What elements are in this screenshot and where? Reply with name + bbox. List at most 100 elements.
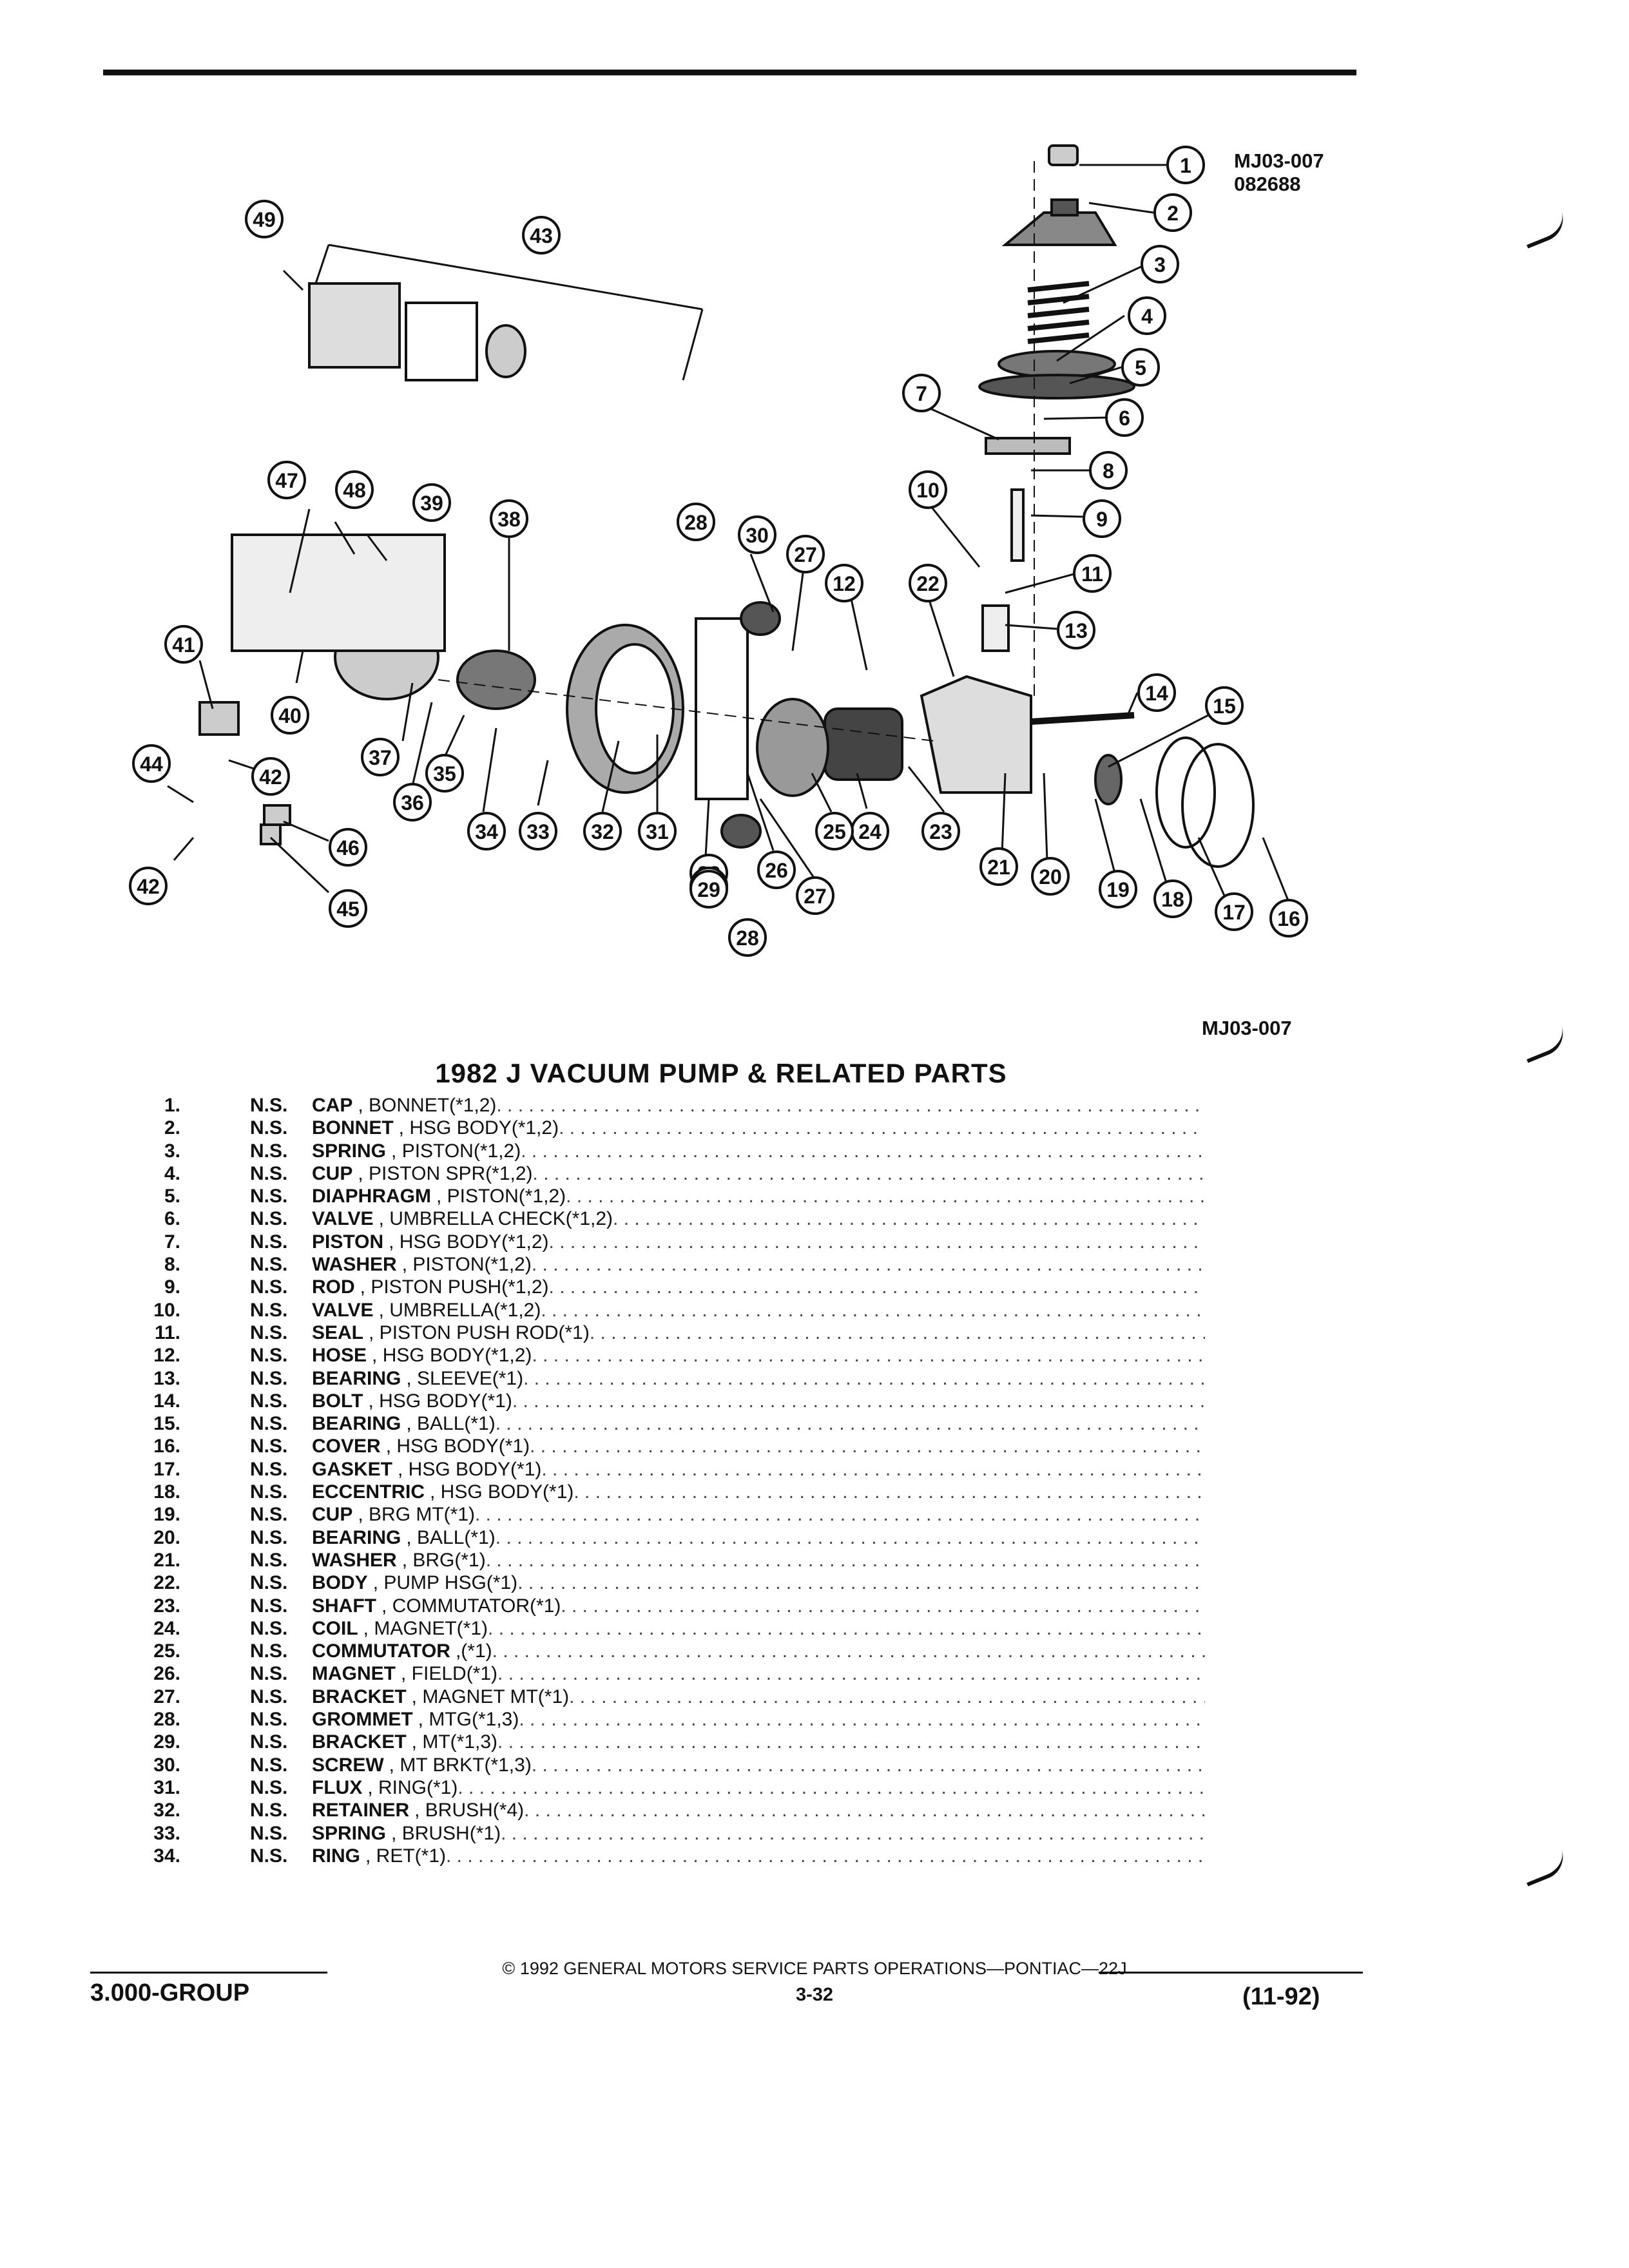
svg-text:12: 12 bbox=[833, 572, 856, 595]
flux-ring-inner-part bbox=[595, 643, 675, 774]
part-name: COIL bbox=[312, 1617, 363, 1639]
part-detail: , MT BRKT(*1,3) bbox=[389, 1754, 532, 1776]
callout-23: 23 bbox=[921, 812, 960, 850]
part-number: 30. bbox=[153, 1754, 180, 1776]
svg-text:30: 30 bbox=[746, 524, 769, 547]
part-description: GROMMET, MTG(*1,3) bbox=[312, 1708, 1205, 1731]
callout-40: 40 bbox=[271, 696, 309, 735]
grommet-lower-part bbox=[720, 814, 762, 849]
module-housing-part bbox=[231, 533, 446, 652]
part-description: ECCENTRIC, HSG BODY(*1) bbox=[312, 1481, 1205, 1503]
part-name: COVER bbox=[312, 1436, 386, 1457]
callout-28: 28 bbox=[728, 918, 767, 957]
part-number: 11. bbox=[154, 1321, 180, 1343]
module-cover-part bbox=[308, 282, 401, 369]
piston-spring-part bbox=[1027, 281, 1090, 344]
part-ns: N.S. bbox=[250, 1845, 288, 1867]
list-item: 26.N.S.MAGNET, FIELD(*1) bbox=[142, 1662, 1205, 1685]
svg-text:44: 44 bbox=[140, 753, 163, 776]
part-number: 4. bbox=[164, 1162, 180, 1184]
callout-15: 15 bbox=[1205, 686, 1244, 725]
svg-text:25: 25 bbox=[823, 820, 846, 843]
part-name: RETAINER bbox=[312, 1800, 415, 1821]
part-description: VALVE, UMBRELLA CHECK(*1,2) bbox=[312, 1207, 1205, 1230]
part-description: WASHER, PISTON(*1,2) bbox=[312, 1253, 1205, 1276]
bolt-part bbox=[1030, 712, 1135, 725]
part-name: FLUX bbox=[312, 1776, 368, 1798]
part-description: SEAL, PISTON PUSH ROD(*1) bbox=[312, 1321, 1205, 1344]
part-ns: N.S. bbox=[250, 1345, 288, 1367]
part-detail: , MAGNET(*1) bbox=[363, 1617, 488, 1639]
list-item: 31.N.S.FLUX, RING(*1) bbox=[142, 1776, 1205, 1799]
svg-text:21: 21 bbox=[987, 856, 1010, 879]
part-detail: , PUMP HSG(*1) bbox=[372, 1572, 518, 1594]
callout-20: 20 bbox=[1031, 857, 1070, 896]
list-item: 22.N.S.BODY, PUMP HSG(*1) bbox=[142, 1571, 1205, 1594]
svg-text:3: 3 bbox=[1154, 253, 1166, 276]
part-ns: N.S. bbox=[250, 1663, 288, 1685]
callout-17: 17 bbox=[1215, 892, 1253, 931]
callout-25: 25 bbox=[815, 812, 854, 850]
pump-body-part bbox=[920, 675, 1032, 794]
part-name: CAP bbox=[312, 1095, 358, 1116]
part-name: RING bbox=[312, 1845, 365, 1867]
part-detail: , PISTON SPR(*1,2) bbox=[358, 1162, 533, 1184]
part-number: 10. bbox=[153, 1299, 180, 1321]
part-ns: N.S. bbox=[250, 1617, 288, 1639]
bonnet-nut-part bbox=[1050, 198, 1079, 216]
part-number: 6. bbox=[164, 1208, 180, 1230]
part-detail: , PISTON PUSH ROD(*1) bbox=[369, 1321, 590, 1343]
part-ns: N.S. bbox=[250, 1254, 288, 1276]
part-ns: N.S. bbox=[250, 1299, 288, 1321]
piston-part bbox=[985, 437, 1071, 455]
callout-48: 48 bbox=[335, 470, 374, 509]
part-name: BEARING bbox=[312, 1413, 407, 1435]
svg-text:28: 28 bbox=[736, 927, 759, 950]
svg-text:26: 26 bbox=[765, 859, 788, 882]
axis-line bbox=[438, 679, 935, 742]
part-detail: , PISTON(*1,2) bbox=[436, 1186, 566, 1207]
part-detail: , BRG MT(*1) bbox=[358, 1504, 476, 1526]
part-number: 13. bbox=[153, 1367, 180, 1389]
part-name: SCREW bbox=[312, 1754, 389, 1776]
svg-text:34: 34 bbox=[475, 820, 498, 843]
part-description: DIAPHRAGM, PISTON(*1,2) bbox=[312, 1185, 1205, 1207]
commutator-part bbox=[756, 698, 829, 797]
callout-33: 33 bbox=[519, 812, 557, 850]
callout-45: 45 bbox=[329, 889, 367, 928]
part-description: BEARING, BALL(*1) bbox=[312, 1412, 1205, 1435]
part-ns: N.S. bbox=[250, 1731, 288, 1753]
callout-19: 19 bbox=[1099, 870, 1137, 908]
part-ns: N.S. bbox=[250, 1526, 288, 1548]
part-description: VALVE, UMBRELLA(*1,2) bbox=[312, 1299, 1205, 1321]
sleeve-part bbox=[981, 604, 1010, 652]
list-item: 12.N.S.HOSE, HSG BODY(*1,2) bbox=[142, 1344, 1205, 1367]
part-detail: , HSG BODY(*1,2) bbox=[372, 1345, 532, 1367]
part-name: VALVE bbox=[312, 1299, 379, 1321]
part-detail: , UMBRELLA CHECK(*1,2) bbox=[378, 1208, 613, 1230]
svg-text:23: 23 bbox=[929, 820, 952, 843]
part-name: MAGNET bbox=[312, 1663, 401, 1685]
part-detail: , MAGNET MT(*1) bbox=[411, 1686, 570, 1707]
callout-35: 35 bbox=[425, 754, 464, 793]
footer-page-number: 3-32 bbox=[795, 1984, 834, 2005]
part-description: GASKET, HSG BODY(*1) bbox=[312, 1458, 1205, 1481]
part-description: ROD, PISTON PUSH(*1,2) bbox=[312, 1276, 1205, 1298]
part-description: CUP, BRG MT(*1) bbox=[312, 1503, 1205, 1526]
svg-text:2: 2 bbox=[1167, 202, 1179, 225]
svg-text:47: 47 bbox=[275, 469, 298, 492]
part-detail: , RET(*1) bbox=[365, 1845, 447, 1867]
part-detail: , BRUSH(*4) bbox=[414, 1800, 525, 1821]
svg-text:9: 9 bbox=[1096, 508, 1108, 531]
part-number: 34. bbox=[153, 1845, 180, 1867]
callout-44: 44 bbox=[132, 744, 171, 783]
part-description: SCREW, MT BRKT(*1,3) bbox=[312, 1754, 1205, 1776]
part-description: CAP, BONNET(*1,2) bbox=[312, 1094, 1205, 1117]
part-description: WASHER, BRG(*1) bbox=[312, 1549, 1205, 1571]
list-item: 6.N.S.VALVE, UMBRELLA CHECK(*1,2) bbox=[142, 1207, 1205, 1230]
part-ns: N.S. bbox=[250, 1321, 288, 1343]
svg-text:8: 8 bbox=[1103, 459, 1114, 483]
part-ns: N.S. bbox=[250, 1504, 288, 1526]
callout-42: 42 bbox=[251, 757, 290, 796]
callout-27: 27 bbox=[786, 535, 825, 573]
